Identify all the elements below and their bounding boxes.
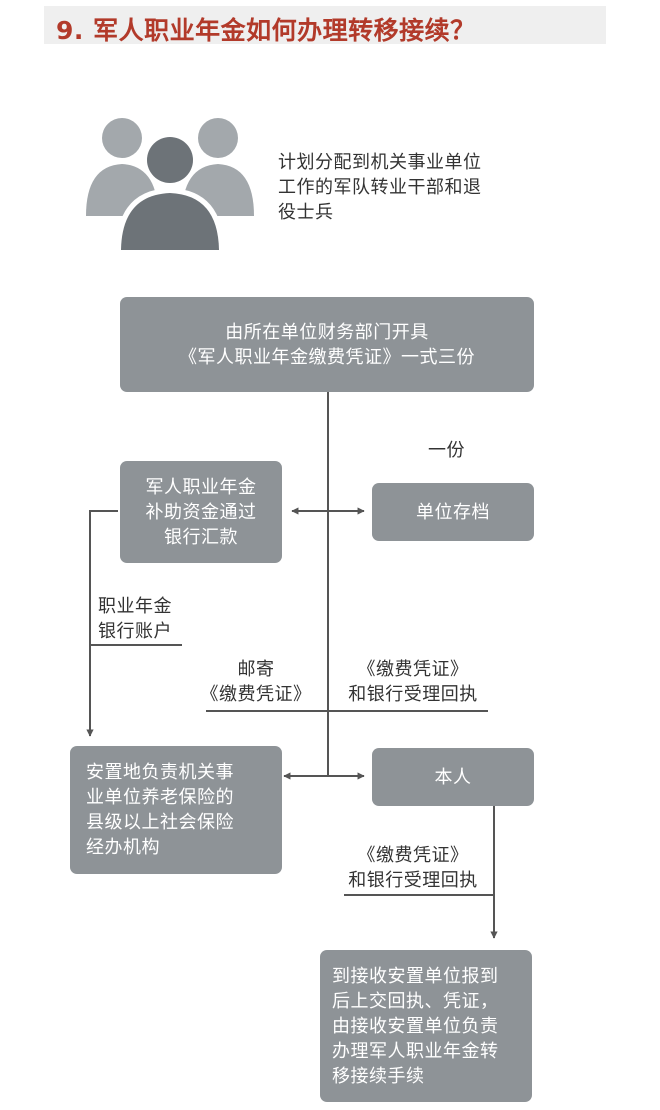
receipt-bottom-label: 《缴费凭证》 和银行受理回执 (348, 845, 478, 891)
self-box: 本人 (372, 748, 534, 806)
account-label: 职业年金 银行账户 (98, 596, 172, 642)
one-copy-label: 一份 (428, 440, 465, 461)
remit-to-agency-line (86, 510, 118, 737)
report-procedure-box: 到接收安置单位报到 后上交回执、凭证， 由接收安置单位负责 办理军人职业年金转 … (320, 950, 532, 1102)
people-description: 计划分配到机关事业单位 工作的军队转业干部和退 役士兵 (278, 152, 482, 223)
archive-box: 单位存档 (372, 483, 534, 541)
page-title: 9. 军人职业年金如何办理转移接续？ (56, 16, 476, 45)
agency-box: 安置地负责机关事 业单位养老保险的 县级以上社会保险 经办机构 (70, 746, 282, 874)
receipt-mid-label: 《缴费凭证》 和银行受理回执 (348, 659, 478, 705)
mail-label: 邮寄 《缴费凭证》 (200, 659, 312, 705)
remit-box: 军人职业年金 补助资金通过 银行汇款 (120, 461, 282, 563)
title-bar: 9. 军人职业年金如何办理转移接续？ (44, 6, 606, 45)
issue-voucher-box: 由所在单位财务部门开具 《军人职业年金缴费凭证》一式三份 (120, 297, 534, 392)
people-group-icon (86, 118, 254, 252)
